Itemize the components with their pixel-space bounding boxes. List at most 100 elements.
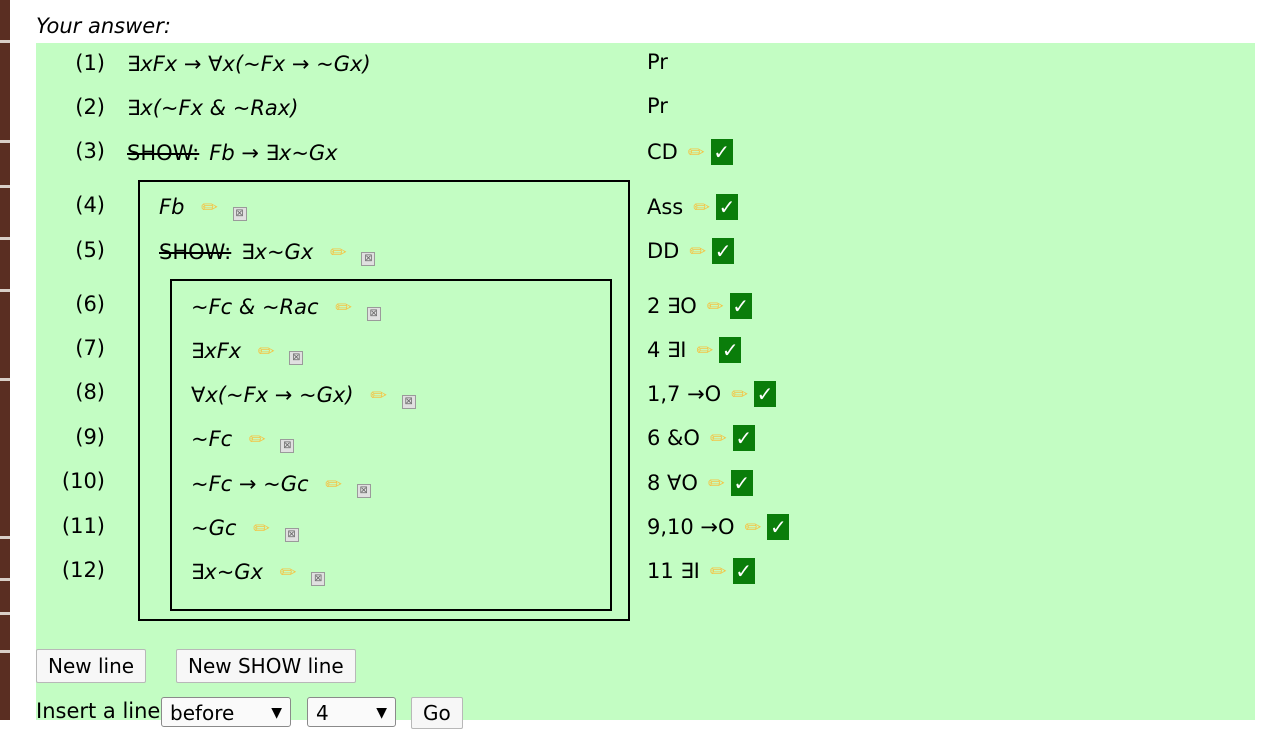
- pencil-icon[interactable]: ✏: [253, 516, 270, 540]
- line-justification: 8 ∀O ✏ ✓: [647, 470, 753, 496]
- pencil-icon[interactable]: ✏: [709, 426, 727, 450]
- line-formula[interactable]: ∃xFx ✏ ⊠: [191, 339, 304, 365]
- formula-text: ∃xFx → ∀x(~Fx → ~Gx): [127, 52, 371, 76]
- delete-box-icon[interactable]: ⊠: [311, 572, 326, 586]
- line-formula[interactable]: ~Fc ✏ ⊠: [191, 427, 295, 453]
- formula-text: ∀x(~Fx → ~Gx): [191, 383, 354, 407]
- delete-box-icon[interactable]: ⊠: [284, 528, 299, 542]
- check-icon: ✓: [710, 139, 733, 165]
- line-number: (11): [61, 514, 105, 538]
- insert-line-number-value: 4: [316, 701, 329, 725]
- line-formula[interactable]: ~Gc ✏ ⊠: [191, 516, 299, 542]
- pencil-icon[interactable]: ✏: [329, 240, 347, 264]
- line-justification: 4 ∃I ✏ ✓: [647, 337, 742, 363]
- formula-text: Fb: [159, 195, 185, 219]
- justification-text: 4 ∃I: [647, 338, 687, 362]
- formula-text: ∃x~Gx: [191, 560, 263, 584]
- check-icon: ✓: [753, 381, 776, 407]
- line-formula[interactable]: ∃x(~Fx & ~Rax): [127, 96, 298, 120]
- justification-text: 8 ∀O: [647, 471, 698, 495]
- delete-box-icon[interactable]: ⊠: [280, 439, 295, 453]
- formula-text: ~Gc: [191, 516, 237, 540]
- delete-box-icon[interactable]: ⊠: [232, 207, 247, 221]
- pencil-icon[interactable]: ✏: [325, 472, 343, 496]
- pencil-icon[interactable]: ✏: [693, 195, 711, 219]
- formula-text: ~Fc & ~Rac: [191, 295, 319, 319]
- line-formula[interactable]: ∃x~Gx ✏ ⊠: [191, 560, 326, 586]
- delete-box-icon[interactable]: ⊠: [401, 395, 416, 409]
- new-show-line-button[interactable]: New SHOW line: [176, 649, 356, 683]
- justification-text: Ass: [647, 195, 684, 219]
- insert-line-number-select[interactable]: 4 ▼: [307, 697, 396, 727]
- show-keyword: SHOW:: [127, 141, 200, 165]
- go-button[interactable]: Go: [411, 697, 463, 729]
- line-justification: 9,10 →O ✏ ✓: [647, 514, 790, 540]
- line-number: (1): [75, 51, 105, 75]
- delete-box-icon[interactable]: ⊠: [356, 484, 371, 498]
- formula-text: ∃x~Gx: [241, 240, 314, 264]
- formula-text: Fb → ∃x~Gx: [209, 141, 338, 165]
- justification-text: Pr: [647, 94, 668, 118]
- proof-panel: [36, 43, 1255, 720]
- insert-position-select[interactable]: before ▼: [161, 697, 291, 727]
- line-number: (6): [75, 292, 105, 316]
- insert-line-label: Insert a line: [36, 699, 161, 723]
- line-formula[interactable]: ~Fc → ~Gc ✏ ⊠: [191, 472, 371, 498]
- chevron-down-icon: ▼: [376, 705, 387, 721]
- check-icon: ✓: [716, 194, 739, 220]
- pencil-icon[interactable]: ✏: [257, 339, 275, 363]
- pencil-icon[interactable]: ✏: [279, 560, 297, 584]
- justification-text: DD: [647, 239, 680, 263]
- pencil-icon[interactable]: ✏: [689, 239, 707, 263]
- delete-box-icon[interactable]: ⊠: [289, 351, 304, 365]
- subproof-box-dd: [170, 279, 612, 611]
- line-justification: Pr: [647, 50, 668, 74]
- show-keyword: SHOW:: [159, 240, 232, 264]
- pencil-icon[interactable]: ✏: [335, 295, 353, 319]
- pencil-icon[interactable]: ✏: [370, 383, 387, 407]
- justification-text: 11 ∃I: [647, 559, 700, 583]
- pencil-icon[interactable]: ✏: [201, 195, 218, 219]
- line-number: (7): [75, 336, 105, 360]
- line-number: (5): [75, 238, 105, 262]
- line-justification: Pr: [647, 94, 668, 118]
- line-justification: 11 ∃I ✏ ✓: [647, 558, 755, 584]
- line-number: (10): [61, 469, 105, 493]
- check-icon: ✓: [732, 558, 755, 584]
- line-number: (8): [75, 380, 105, 404]
- line-formula[interactable]: Fb ✏ ⊠: [159, 195, 247, 221]
- pencil-icon[interactable]: ✏: [731, 382, 748, 406]
- check-icon: ✓: [767, 514, 790, 540]
- line-formula[interactable]: SHOW: Fb → ∃x~Gx: [127, 141, 338, 165]
- line-justification: 6 &O ✏ ✓: [647, 425, 755, 451]
- check-icon: ✓: [732, 425, 755, 451]
- pencil-icon[interactable]: ✏: [248, 427, 266, 451]
- pencil-icon[interactable]: ✏: [696, 338, 714, 362]
- new-line-button[interactable]: New line: [36, 649, 147, 683]
- line-formula[interactable]: ∃xFx → ∀x(~Fx → ~Gx): [127, 52, 371, 76]
- line-justification: DD ✏ ✓: [647, 238, 735, 264]
- line-justification: 1,7 →O ✏ ✓: [647, 381, 776, 407]
- formula-text: ∃xFx: [191, 339, 242, 363]
- pencil-icon[interactable]: ✏: [687, 140, 705, 164]
- line-formula[interactable]: ∀x(~Fx → ~Gx) ✏ ⊠: [191, 383, 416, 409]
- justification-text: 1,7 →O: [647, 382, 722, 406]
- pencil-icon[interactable]: ✏: [707, 471, 725, 495]
- pencil-icon[interactable]: ✏: [706, 294, 724, 318]
- justification-text: Pr: [647, 50, 668, 74]
- formula-text: ~Fc: [191, 427, 233, 451]
- justification-text: CD: [647, 140, 678, 164]
- line-number: (2): [75, 95, 105, 119]
- line-number: (9): [75, 425, 105, 449]
- answer-prompt: Your answer:: [36, 14, 171, 38]
- delete-box-icon[interactable]: ⊠: [366, 307, 381, 321]
- line-justification: Ass ✏ ✓: [647, 194, 739, 220]
- pencil-icon[interactable]: ✏: [709, 559, 727, 583]
- line-formula[interactable]: SHOW: ∃x~Gx ✏ ⊠: [159, 240, 376, 266]
- delete-box-icon[interactable]: ⊠: [361, 252, 376, 266]
- line-formula[interactable]: ~Fc & ~Rac ✏ ⊠: [191, 295, 381, 321]
- line-justification: CD ✏ ✓: [647, 139, 733, 165]
- pencil-icon[interactable]: ✏: [744, 515, 762, 539]
- check-icon: ✓: [712, 238, 735, 264]
- subproof-box-cd: [138, 180, 630, 621]
